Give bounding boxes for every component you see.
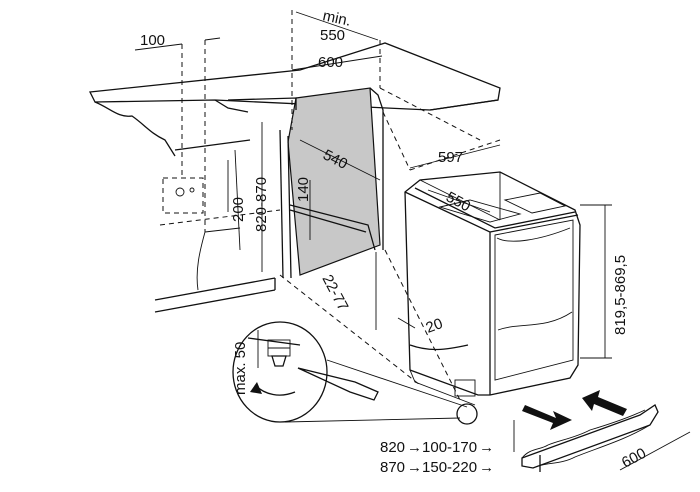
arrows	[522, 390, 627, 430]
arrow-in-icon	[582, 390, 627, 416]
left-wall	[154, 149, 276, 313]
table-range-2: 150-220	[422, 459, 477, 476]
dim-max-50: max. 50	[232, 342, 249, 395]
dim-100: 100	[140, 32, 165, 49]
dim-22-77: 22-77	[318, 272, 351, 314]
arrow-glyph-2: →	[407, 459, 422, 476]
dim-200: 200	[230, 197, 247, 222]
labels: 100 min. 550 600 540 140 200 820-870 22-…	[140, 7, 649, 476]
appliance	[404, 171, 581, 425]
dim-597: 597	[438, 149, 463, 166]
arrow-glyph-2b: →	[479, 459, 494, 476]
dimension-lines	[134, 11, 691, 471]
table-row-1: 820→100-170→	[380, 439, 494, 456]
table-height-2: 870	[380, 459, 405, 476]
dim-550-top: 550	[320, 27, 345, 44]
dim-140: 140	[295, 177, 312, 202]
guidelines	[159, 10, 501, 401]
niche	[227, 87, 384, 279]
dim-600-plinth: 600	[619, 445, 649, 472]
dim-819-869: 819,5-869,5	[612, 255, 629, 335]
dim-550-appliance: 550	[443, 189, 473, 216]
detail-circle	[232, 321, 468, 423]
dim-600-top: 600	[318, 54, 343, 71]
table-row-2: 870→150-220→	[380, 459, 494, 476]
dim-min: min.	[321, 7, 352, 30]
table-height-1: 820	[380, 439, 405, 456]
rotate-arrow-icon	[250, 382, 262, 394]
dim-820-870: 820-870	[253, 177, 270, 232]
arrow-glyph-1: →	[407, 439, 422, 456]
dim-20: 20	[424, 315, 445, 337]
arrow-out-icon	[522, 405, 572, 430]
table-range-1: 100-170	[422, 439, 477, 456]
arrow-glyph-1b: →	[479, 439, 494, 456]
plinth	[521, 404, 659, 472]
countertop	[88, 42, 501, 157]
